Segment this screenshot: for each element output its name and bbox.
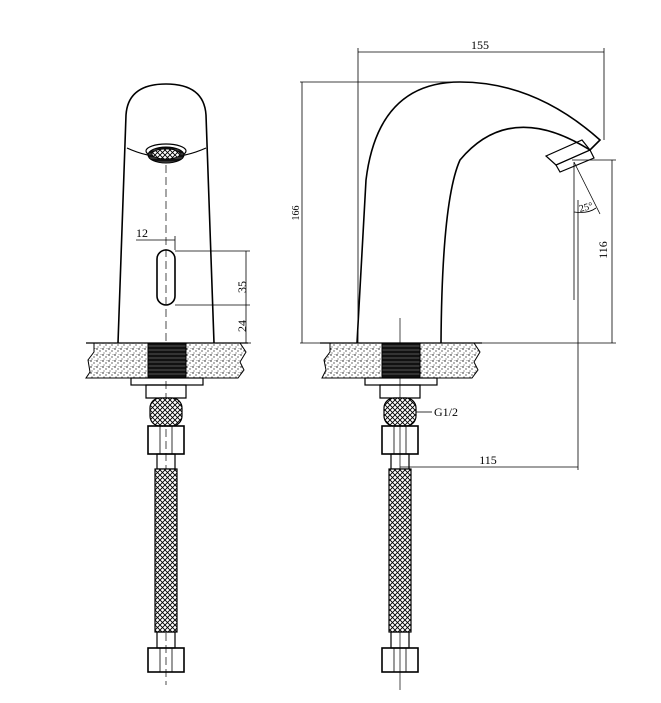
- front-braided-hose: [154, 468, 178, 633]
- dim-angle: 25°: [578, 201, 594, 215]
- front-shank-thread: [149, 397, 183, 427]
- spout-tip: [544, 139, 595, 173]
- side-countertop: [320, 342, 482, 379]
- side-view: 155 166 116 25° 115: [291, 38, 616, 690]
- front-body-outline: [117, 83, 215, 344]
- dim-height: 166: [291, 206, 302, 221]
- front-hose-nut: [147, 647, 185, 673]
- side-body-outline: [356, 81, 602, 344]
- dim-reach: 155: [471, 38, 489, 52]
- dim-sensor-width: 12: [136, 226, 148, 240]
- front-countertop: [85, 342, 248, 379]
- dim-outlet-height: 116: [596, 241, 610, 259]
- aerator: [145, 143, 187, 164]
- side-shank-thread: [383, 397, 417, 427]
- dim-thread: G1/2: [434, 405, 458, 419]
- dim-sensor-height: 35: [235, 281, 249, 293]
- dim-sensor-base: 24: [235, 320, 249, 332]
- side-braided-hose: [388, 468, 412, 633]
- side-hose-nut: [381, 647, 419, 673]
- dim-inlet-offset: 115: [479, 453, 497, 467]
- front-view: 12 35 24: [85, 83, 251, 685]
